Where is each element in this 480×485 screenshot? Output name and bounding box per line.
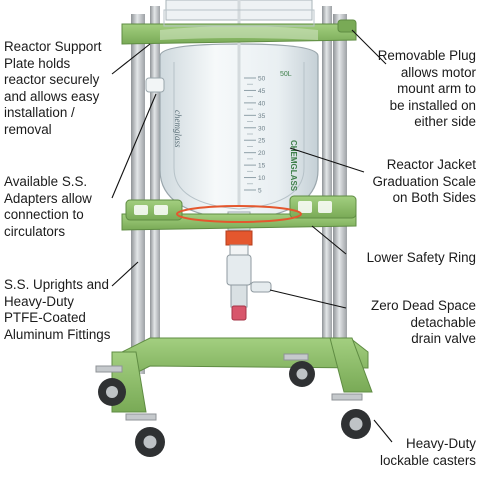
upright-front-left: [131, 14, 145, 374]
callout-drain-valve: Zero Dead Space detachable drain valve: [371, 298, 476, 347]
upright-rear-right: [322, 6, 332, 356]
scale-tick-label: 10: [258, 175, 266, 182]
scale-tick-label: 50: [258, 76, 266, 83]
leader-plug: [351, 29, 387, 65]
graduation-scale: 50 45 40 35 30 25 20 15 10 5: [244, 76, 266, 195]
caster-back-left: [98, 378, 126, 406]
reactor-support-plate: [121, 9, 357, 45]
caster-back-right: [289, 361, 315, 387]
drain-valve: [225, 230, 272, 321]
logo-mark: chemglass: [173, 110, 183, 148]
scale-tick-label: 20: [258, 150, 266, 157]
scale-tick-label: 40: [258, 100, 266, 107]
removable-plug: [337, 19, 357, 33]
scale-tick-label: 5: [258, 188, 262, 195]
brand-mark: CHEMGLASS: [289, 140, 298, 192]
base-frame: [95, 337, 373, 421]
leader-adapters: [111, 93, 157, 199]
upright-front-right: [333, 14, 347, 366]
callout-graduation-scale: Reactor Jacket Graduation Scale on Both …: [372, 157, 476, 206]
lower-safety-ring: [121, 195, 357, 231]
leader-casters: [373, 419, 393, 443]
upright-rear-left: [150, 6, 160, 356]
leader-support-plate: [111, 43, 151, 75]
callout-safety-ring: Lower Safety Ring: [366, 250, 476, 265]
callout-casters: Heavy-Duty lockable casters: [379, 436, 476, 468]
caster-front-left: [135, 427, 165, 457]
scale-tick-label: 45: [258, 88, 266, 95]
callout-uprights: S.S. Uprights and Heavy-Duty PTFE-Coated…: [4, 277, 111, 342]
scale-tick-label: 25: [258, 138, 266, 145]
capacity-mark: 50L: [280, 71, 292, 78]
leader-drain: [269, 289, 347, 309]
leader-ring: [311, 225, 347, 255]
callout-adapters: Available S.S. Adapters allow connection…: [4, 174, 92, 239]
leader-scale: [289, 147, 365, 173]
caster-front-right: [341, 409, 371, 439]
scale-tick-label: 35: [258, 113, 266, 120]
scale-tick-label: 30: [258, 125, 266, 132]
scale-tick-label: 15: [258, 163, 266, 170]
callout-removable-plug: Removable Plug allows motor mount arm to…: [377, 48, 476, 130]
leader-uprights: [111, 261, 139, 287]
callout-support-plate: Reactor Support Plate holds reactor secu…: [4, 39, 102, 137]
